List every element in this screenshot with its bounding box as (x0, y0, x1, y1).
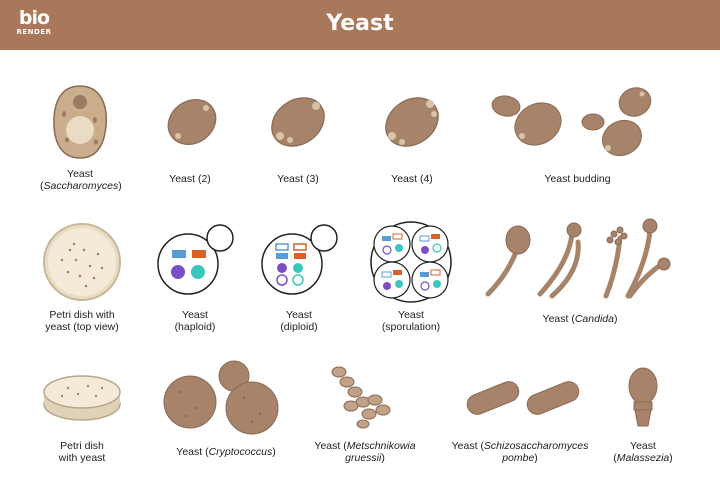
label-line: Yeast (67, 168, 93, 180)
yeast-cryptococcus-icon (163, 360, 279, 435)
icon-yeast-sporulation[interactable]: Yeast (sporulation) (366, 220, 456, 335)
logo-wordmark: bio (18, 7, 50, 29)
icon-yeast-2[interactable]: Yeast (2) (150, 80, 230, 195)
label-line: Yeast (286, 309, 312, 321)
label-species: gruessii (345, 452, 382, 464)
label-paren-close: ) (669, 452, 673, 464)
label-line: Yeast (182, 309, 208, 321)
label-paren-open: ( (40, 180, 44, 192)
label-paren-close: ) (118, 180, 122, 192)
label-species: pombe (502, 452, 535, 464)
label-saccharomyces: Yeast (Saccharomyces) (40, 168, 122, 192)
icon-yeast-haploid[interactable]: Yeast (haploid) (150, 220, 240, 335)
label-line: with yeast (58, 452, 106, 464)
icon-yeast-metschnikowia[interactable]: Yeast (Metschnikowia gruessii) (305, 362, 425, 468)
biorender-logo[interactable]: bio RENDER (14, 8, 54, 42)
icon-yeast-candida[interactable]: Yeast (Candida) (480, 212, 680, 335)
label-prefix: Yeast ( (542, 313, 575, 325)
yeast-budding-icon (491, 87, 652, 157)
label-yeast-haploid: Yeast (haploid) (150, 309, 240, 333)
label-yeast-schizosaccharomyces: Yeast (Schizosaccharomyces pombe) (440, 440, 600, 464)
icon-yeast-malassezia[interactable]: Yeast (Malassezia) (610, 364, 676, 468)
label-suffix: ) (613, 313, 618, 325)
label-line: Petri dish with (49, 309, 115, 321)
icon-petri-dish-top[interactable]: Petri dish with yeast (top view) (40, 220, 124, 335)
label-genus: Metschnikowia (346, 440, 416, 452)
label-yeast-cryptococcus: Yeast (Cryptococcus) (156, 446, 296, 458)
label-line: (haploid) (174, 321, 216, 333)
header-bar: bio RENDER Yeast (0, 0, 720, 50)
label-yeast-2: Yeast (2) (169, 173, 211, 185)
icon-yeast-budding[interactable]: Yeast budding (480, 80, 675, 195)
yeast-diploid-icon (261, 224, 338, 295)
label-paren-open: ( (613, 452, 617, 464)
label-line: Yeast (398, 309, 424, 321)
label-yeast-metschnikowia: Yeast (Metschnikowia gruessii) (305, 440, 425, 464)
label-prefix: Yeast ( (176, 446, 209, 458)
yeast-2-icon (167, 99, 217, 145)
label-line: (sporulation) (381, 321, 441, 333)
petri-dish-side-icon (43, 375, 121, 421)
label-yeast-malassezia: Yeast (Malassezia) (610, 440, 676, 464)
icon-yeast-diploid[interactable]: Yeast (diploid) (254, 220, 344, 335)
label-species: Saccharomyces (43, 180, 119, 192)
label-genus: Schizosaccharomyces (483, 440, 589, 452)
label-prefix: Yeast ( (451, 440, 484, 452)
label-yeast-candida: Yeast (Candida) (480, 313, 680, 325)
label-species: Candida (574, 313, 614, 325)
icon-yeast-3[interactable]: Yeast (3) (258, 80, 338, 195)
label-species: Malassezia (616, 452, 670, 464)
label-suffix: ) (272, 446, 276, 458)
label-line: Yeast (630, 440, 656, 452)
yeast-malassezia-icon (628, 367, 658, 427)
label-line: Petri dish (60, 440, 104, 452)
yeast-saccharomyces-icon (53, 85, 108, 159)
page-title: Yeast (326, 11, 394, 36)
yeast-candida-icon (485, 218, 671, 299)
label-petri-dish-side: Petri dish with yeast (40, 440, 124, 464)
label-suffix: ) (381, 452, 385, 464)
label-yeast-diploid: Yeast (diploid) (254, 309, 344, 333)
icon-yeast-schizosaccharomyces[interactable]: Yeast (Schizosaccharomyces pombe) (440, 370, 600, 468)
yeast-4-icon (385, 97, 439, 147)
yeast-metschnikowia-icon (331, 366, 391, 429)
icon-petri-dish-side[interactable]: Petri dish with yeast (40, 368, 124, 468)
petri-dish-top-icon (43, 223, 121, 301)
label-yeast-3: Yeast (3) (277, 173, 319, 185)
label-line: (diploid) (280, 321, 318, 333)
label-suffix: ) (534, 452, 538, 464)
label-yeast-budding: Yeast budding (544, 173, 611, 185)
label-prefix: Yeast ( (314, 440, 347, 452)
label-line: yeast (top view) (45, 321, 119, 333)
label-yeast-sporulation: Yeast (sporulation) (366, 309, 456, 333)
label-petri-dish-top: Petri dish with yeast (top view) (40, 309, 124, 333)
icon-yeast-saccharomyces[interactable]: Yeast (Saccharomyces) (40, 80, 122, 195)
icon-yeast-4[interactable]: Yeast (4) (372, 80, 452, 195)
label-species: Cryptococcus (208, 446, 273, 458)
label-yeast-4: Yeast (4) (391, 173, 433, 185)
yeast-haploid-icon (157, 224, 234, 295)
yeast-schizosaccharomyces-icon (466, 381, 580, 415)
logo-subtext: RENDER (16, 28, 52, 36)
yeast-sporulation-icon (370, 221, 452, 303)
icon-yeast-cryptococcus[interactable]: Yeast (Cryptococcus) (156, 356, 296, 468)
yeast-3-icon (271, 97, 325, 147)
